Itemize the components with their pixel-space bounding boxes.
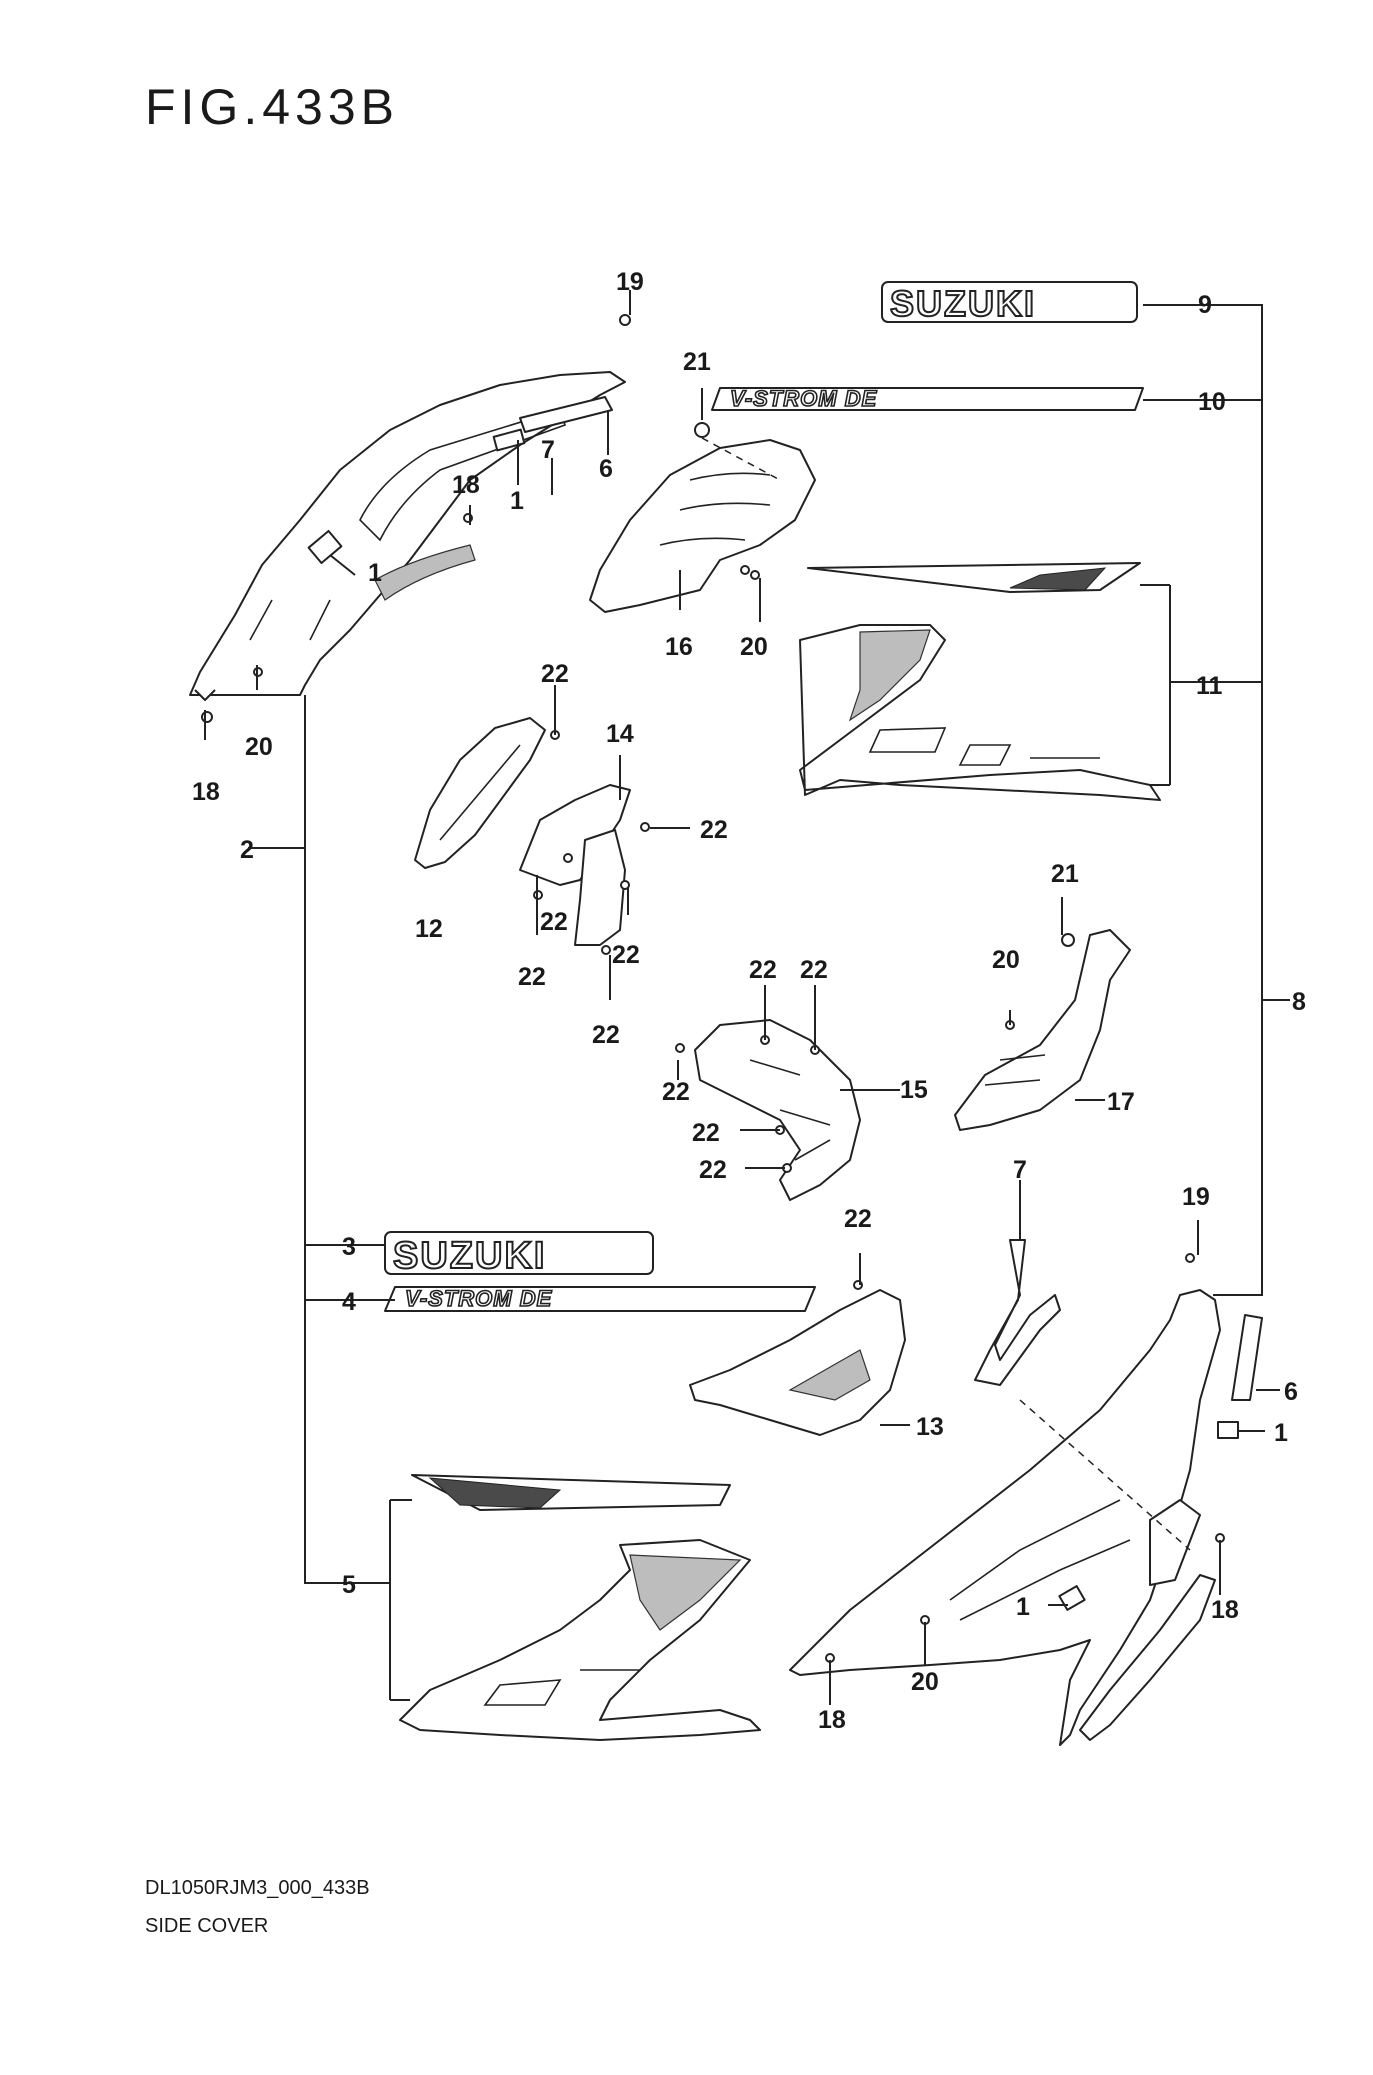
- callout-20-top: 20: [740, 633, 768, 661]
- callout-13: 13: [916, 1413, 944, 1441]
- callout-14: 14: [606, 720, 634, 748]
- callout-21-top: 21: [683, 348, 711, 376]
- vstrom-emblem-text: V-STROM DE: [730, 386, 878, 411]
- callout-20-mid: 20: [992, 946, 1020, 974]
- callout-1-right: 1: [1274, 1419, 1288, 1447]
- callout-22-e: 22: [518, 963, 546, 991]
- callout-22-a: 22: [541, 660, 569, 688]
- callout-22-i: 22: [662, 1078, 690, 1106]
- callout-9: 9: [1198, 291, 1212, 319]
- callout-20-bottom: 20: [911, 1668, 939, 1696]
- drawing-name: SIDE COVER: [145, 1915, 269, 1937]
- trim-6: [1231, 1314, 1263, 1401]
- decal-11: [799, 562, 1161, 801]
- leader-lines: [204, 290, 1290, 1705]
- callout-7-top: 7: [541, 436, 555, 464]
- cover-13: [689, 1280, 906, 1436]
- vstrom-emblem-text: V-STROM DE: [405, 1286, 553, 1311]
- figure-title: FIG.433B: [145, 79, 399, 135]
- sticker-1-right: [1217, 1421, 1239, 1439]
- callout-15: 15: [900, 1076, 928, 1104]
- callout-19-top: 19: [616, 268, 644, 296]
- callout-4: 4: [342, 1288, 356, 1316]
- callout-22-d: 22: [612, 941, 640, 969]
- suzuki-emblem-text: SUZUKI: [890, 283, 1036, 324]
- sticker-1-lower: [1058, 1585, 1086, 1611]
- callout-17: 17: [1107, 1088, 1135, 1116]
- callout-22-k: 22: [699, 1156, 727, 1184]
- callout-1-lower: 1: [1016, 1593, 1030, 1621]
- callout-22-c: 22: [540, 908, 568, 936]
- suzuki-emblem-9: SUZUKI: [881, 281, 1138, 325]
- callout-18-left: 18: [192, 778, 220, 806]
- callout-22-h: 22: [592, 1021, 620, 1049]
- callout-11: 11: [1196, 672, 1223, 700]
- callout-2: 2: [240, 836, 254, 864]
- callout-labels: 19 21 9 10 7 6 18 1 1 16 20 11 22 20 14 …: [192, 268, 1306, 1734]
- bracket-12: [414, 717, 560, 869]
- callout-22-j: 22: [692, 1119, 720, 1147]
- callout-19-right: 19: [1182, 1183, 1210, 1211]
- callout-22-b: 22: [700, 816, 728, 844]
- trim-7: [974, 1239, 1061, 1386]
- callout-18-right: 18: [1211, 1596, 1239, 1624]
- callout-22-l: 22: [844, 1205, 872, 1233]
- callout-18-bottom: 18: [818, 1706, 846, 1734]
- callout-20-left: 20: [245, 733, 273, 761]
- vstrom-emblem-10: V-STROM DE: [711, 385, 1144, 412]
- callout-16: 16: [665, 633, 693, 661]
- callout-6-right: 6: [1284, 1378, 1298, 1406]
- suzuki-emblem-text: SUZUKI: [393, 1235, 546, 1277]
- callout-1-top: 1: [510, 487, 524, 515]
- cover-17: [954, 929, 1131, 1131]
- bracket-15: [675, 1019, 861, 1201]
- callout-22-f: 22: [749, 956, 777, 984]
- bracket-14: [519, 784, 650, 955]
- callout-1-left: 1: [368, 559, 382, 587]
- drawing-code: DL1050RJM3_000_433B: [145, 1877, 370, 1899]
- left-side-cover: [189, 371, 626, 701]
- callout-18-top: 18: [452, 471, 480, 499]
- callout-22-g: 22: [800, 956, 828, 984]
- vstrom-emblem-4: V-STROM DE: [384, 1285, 816, 1312]
- callout-12: 12: [415, 915, 443, 943]
- inner-cover-16: [589, 422, 816, 613]
- callout-7-right: 7: [1013, 1156, 1027, 1184]
- suzuki-emblem-3: SUZUKI: [384, 1231, 654, 1278]
- callout-3: 3: [342, 1233, 356, 1261]
- callout-8: 8: [1292, 988, 1306, 1016]
- callout-10: 10: [1198, 388, 1226, 416]
- callout-6-top: 6: [599, 455, 613, 483]
- decal-5: [399, 1474, 761, 1741]
- right-side-cover: [789, 1253, 1225, 1746]
- callout-21-right: 21: [1051, 860, 1079, 888]
- callout-5: 5: [342, 1571, 356, 1599]
